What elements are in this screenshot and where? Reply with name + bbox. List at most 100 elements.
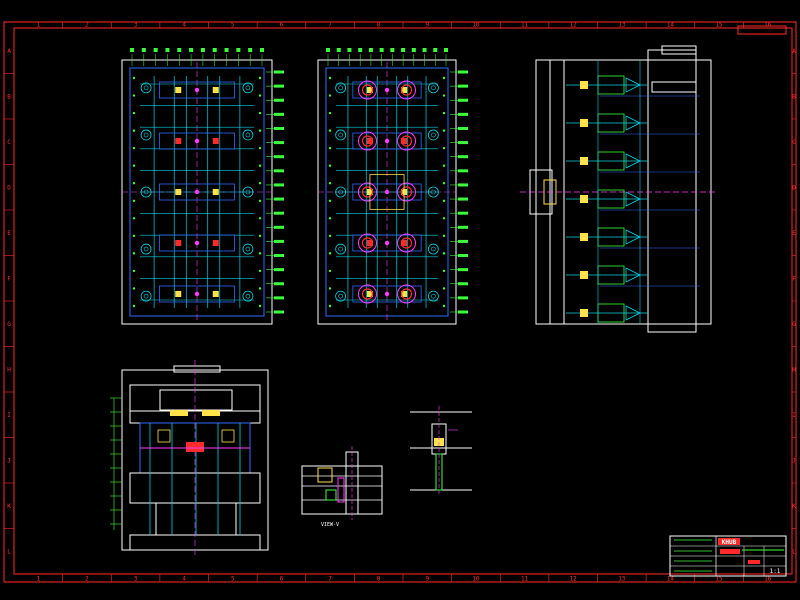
border-row-label: I bbox=[7, 412, 11, 419]
border-column-label: 16 bbox=[764, 576, 772, 583]
cooling-point bbox=[442, 234, 446, 238]
dimension-tag bbox=[274, 310, 284, 314]
border-row-label: H bbox=[7, 366, 11, 373]
guide-hole-inner bbox=[245, 246, 251, 252]
dimension-tag bbox=[274, 112, 284, 116]
cavity-core bbox=[400, 237, 413, 249]
dimension-tag bbox=[274, 282, 284, 286]
cooling-point bbox=[258, 76, 262, 80]
ejector-pin bbox=[366, 138, 373, 144]
guide-bush bbox=[221, 429, 235, 443]
border-column-label: 2 bbox=[85, 576, 89, 583]
ejector-pin bbox=[366, 240, 373, 246]
cavity-core bbox=[361, 237, 374, 249]
cavity-block bbox=[159, 285, 235, 303]
border-row-label: I bbox=[792, 412, 796, 419]
cavity-block bbox=[352, 81, 422, 99]
guide-hole bbox=[242, 243, 254, 255]
dimension-tag bbox=[458, 126, 468, 130]
centre-insert bbox=[369, 174, 405, 210]
border-column-label: 7 bbox=[328, 576, 332, 583]
dimension-tag bbox=[422, 48, 427, 52]
dimension-tag bbox=[165, 48, 170, 52]
cavity-outline bbox=[397, 80, 417, 100]
guide-hole bbox=[140, 186, 152, 198]
guide-hole-inner bbox=[143, 189, 149, 195]
border-column-label: 6 bbox=[280, 576, 284, 583]
guide-hole bbox=[335, 243, 347, 255]
border-row-label: D bbox=[792, 184, 796, 191]
guide-hole-inner bbox=[431, 189, 436, 195]
ejector-pin bbox=[212, 138, 219, 144]
ejector-pin bbox=[175, 87, 182, 93]
guide-hole-inner bbox=[245, 293, 251, 299]
cavity-block bbox=[352, 234, 422, 252]
guide-hole-inner bbox=[245, 85, 251, 91]
cavity-block bbox=[352, 183, 422, 201]
border-column-label: 11 bbox=[521, 576, 529, 583]
top-right-revision-box bbox=[737, 25, 787, 35]
border-column-label: 15 bbox=[715, 22, 723, 29]
border-column-label: 10 bbox=[472, 576, 480, 583]
sprue-point bbox=[384, 189, 390, 195]
dimension-tag bbox=[189, 48, 194, 52]
cooling-point bbox=[442, 304, 446, 308]
dimension-tag bbox=[336, 48, 341, 52]
guide-hole-inner bbox=[143, 246, 149, 252]
cooling-point bbox=[442, 252, 446, 255]
dimension-tag bbox=[458, 268, 468, 272]
guide-hole-inner bbox=[143, 132, 149, 138]
dimension-tag bbox=[458, 296, 468, 300]
sprue-point bbox=[384, 240, 390, 246]
dimension-tag bbox=[458, 70, 468, 74]
sprue-point bbox=[194, 87, 200, 93]
cooling-point bbox=[442, 287, 446, 290]
cooling-point bbox=[132, 129, 136, 132]
cooling-point bbox=[442, 199, 446, 202]
cooling-point bbox=[132, 146, 136, 150]
cooling-point bbox=[132, 252, 136, 255]
cooling-point bbox=[442, 182, 446, 185]
cooling-point bbox=[258, 111, 262, 115]
border-column-label: 10 bbox=[472, 22, 480, 29]
cavity-core bbox=[361, 288, 374, 300]
border-column-label: 1 bbox=[37, 576, 41, 583]
guide-hole-inner bbox=[431, 85, 436, 91]
guide-hole bbox=[427, 243, 439, 255]
guide-hole bbox=[427, 290, 439, 302]
border-row-label: F bbox=[7, 275, 11, 282]
cavity-outline bbox=[397, 182, 417, 202]
cooling-point bbox=[132, 76, 136, 80]
cavity-outline bbox=[357, 284, 377, 304]
guide-hole bbox=[242, 290, 254, 302]
cavity-outline bbox=[357, 80, 377, 100]
cavity-outline bbox=[397, 233, 417, 253]
dimension-tag bbox=[379, 48, 384, 52]
cooling-point bbox=[328, 146, 332, 150]
cooling-point bbox=[328, 217, 332, 220]
guide-hole bbox=[242, 82, 254, 94]
guide-hole bbox=[140, 243, 152, 255]
guide-hole-inner bbox=[338, 189, 343, 195]
cavity-block bbox=[159, 234, 235, 252]
border-column-label: 3 bbox=[134, 22, 138, 29]
dimension-tag bbox=[274, 169, 284, 173]
guide-hole bbox=[427, 129, 439, 141]
cooling-point bbox=[258, 164, 262, 167]
cooling-point bbox=[132, 199, 136, 202]
cooling-point bbox=[258, 182, 262, 185]
cooling-point bbox=[258, 129, 262, 132]
ejector-pin bbox=[401, 240, 408, 246]
border-row-label: E bbox=[792, 230, 796, 237]
border-column-label: 15 bbox=[715, 576, 723, 583]
ejector-pin bbox=[212, 240, 219, 246]
dimension-tag bbox=[200, 48, 205, 52]
guide-hole-inner bbox=[245, 189, 251, 195]
cavity-outline bbox=[397, 131, 417, 151]
cavity-core bbox=[361, 84, 374, 96]
guide-hole-inner bbox=[143, 85, 149, 91]
cooling-point bbox=[132, 217, 136, 220]
